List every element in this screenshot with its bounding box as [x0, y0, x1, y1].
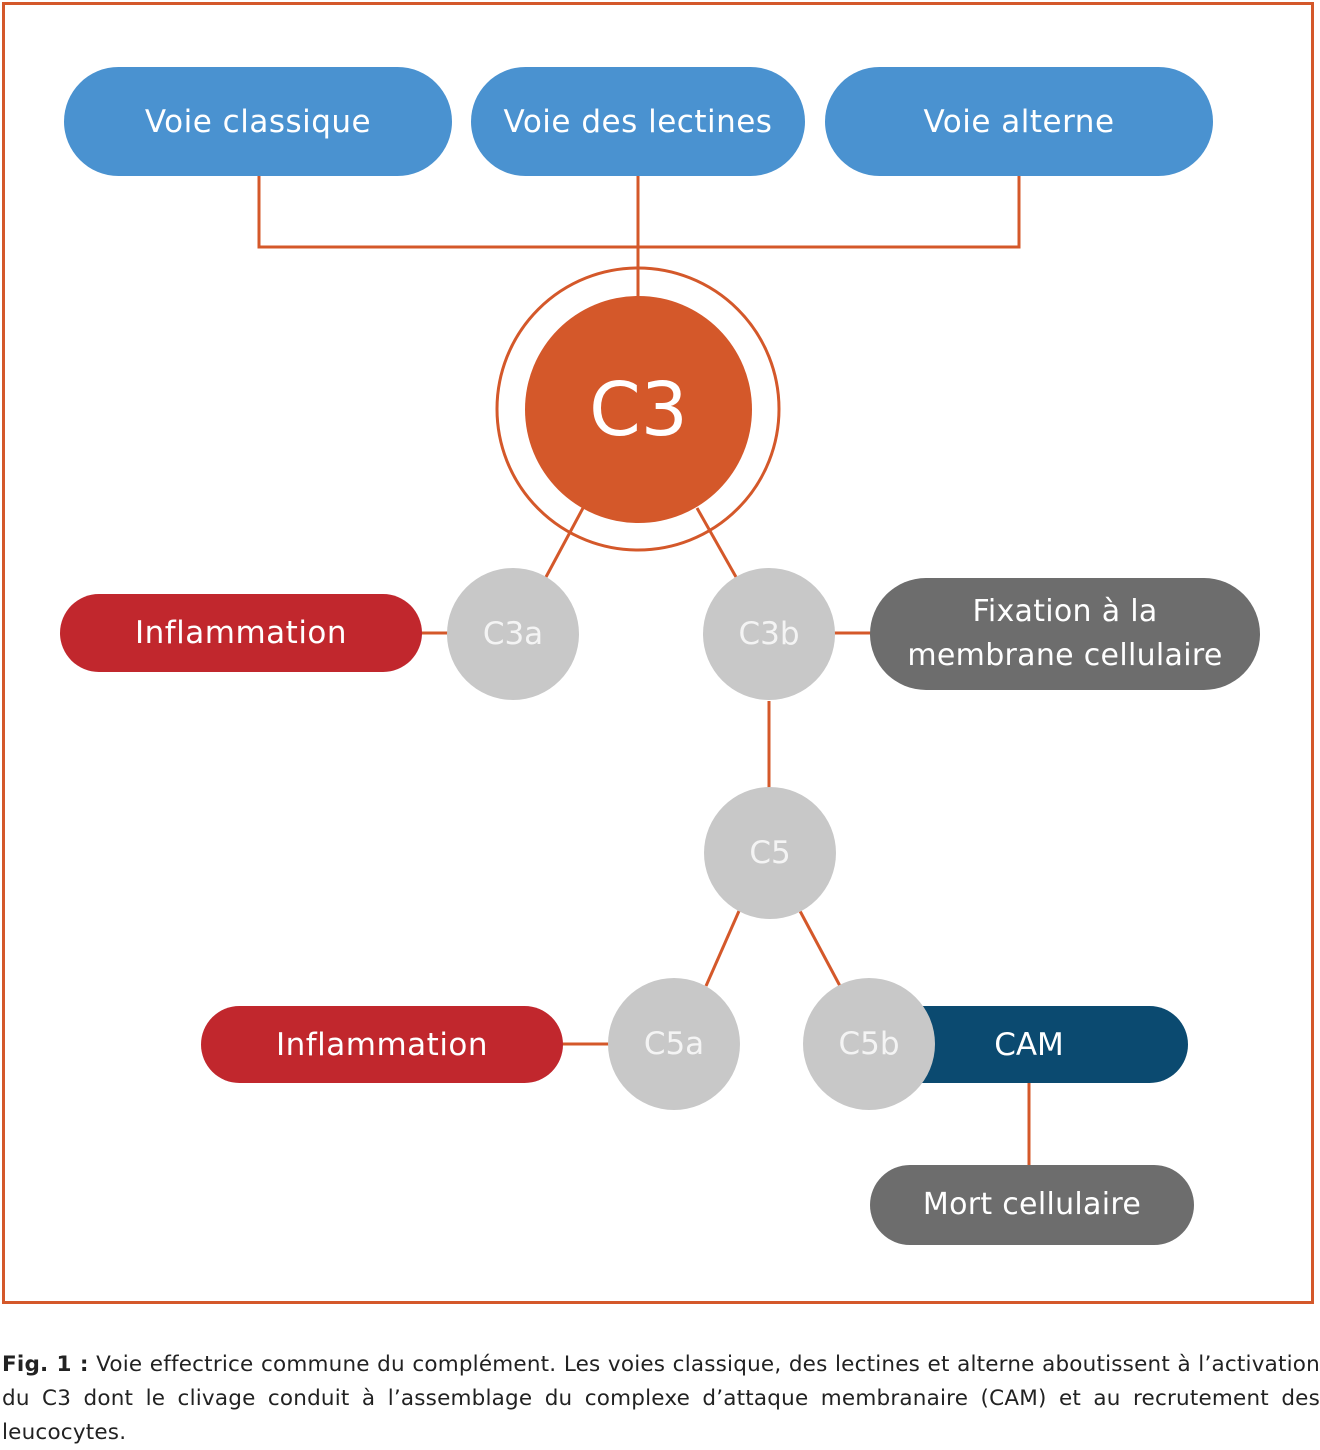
- c5-node: C5: [704, 787, 836, 919]
- c5-label: C5: [749, 835, 791, 871]
- c3a-node: C3a: [447, 568, 579, 700]
- c3b-label: C3b: [738, 616, 800, 652]
- fixation-line2: membrane cellulaire: [907, 638, 1223, 673]
- pathway-lectines-label: Voie des lectines: [503, 103, 773, 140]
- c5b-node: C5b: [803, 978, 935, 1110]
- inflammation-c3a-label: Inflammation: [134, 615, 348, 651]
- connector-c3-c3a: [544, 507, 585, 578]
- figure-caption: Fig. 1 : Voie effectrice commune du comp…: [2, 1348, 1320, 1450]
- c3b-node: C3b: [703, 568, 835, 700]
- connector-c5-c5b: [798, 910, 842, 987]
- c5b-label: C5b: [838, 1026, 900, 1062]
- figure-frame: [2, 2, 1314, 1304]
- mort-cellulaire-label: Mort cellulaire: [922, 1187, 1142, 1222]
- inflammation-c5a: Inflammation: [201, 1006, 563, 1083]
- cam-label: CAM: [994, 1026, 1064, 1063]
- pathway-alterne-label: Voie alterne: [923, 103, 1115, 140]
- connector-c5-c5a: [704, 910, 741, 987]
- c3-outer-ring: [495, 266, 781, 552]
- c3-node: C3: [525, 296, 752, 523]
- fixation-membrane: Fixation à la membrane cellulaire: [870, 578, 1260, 690]
- connector-c3-c3b: [695, 507, 738, 578]
- mort-cellulaire: Mort cellulaire: [870, 1165, 1194, 1245]
- c3a-label: C3a: [482, 616, 544, 652]
- inflammation-c3a: Inflammation: [60, 594, 422, 672]
- caption-label: Fig. 1 :: [2, 1352, 89, 1377]
- inflammation-c5a-label: Inflammation: [275, 1026, 489, 1063]
- caption-text: Voie effectrice commune du complément. L…: [2, 1352, 1320, 1445]
- pathway-alterne: Voie alterne: [825, 67, 1213, 176]
- pathway-classique-label: Voie classique: [144, 103, 372, 140]
- pathway-classique: Voie classique: [64, 67, 452, 176]
- c3-label: C3: [589, 366, 688, 453]
- c5a-node: C5a: [608, 978, 740, 1110]
- pathway-lectines: Voie des lectines: [471, 67, 805, 176]
- c5a-label: C5a: [643, 1026, 705, 1062]
- fixation-line1: Fixation à la: [972, 594, 1158, 629]
